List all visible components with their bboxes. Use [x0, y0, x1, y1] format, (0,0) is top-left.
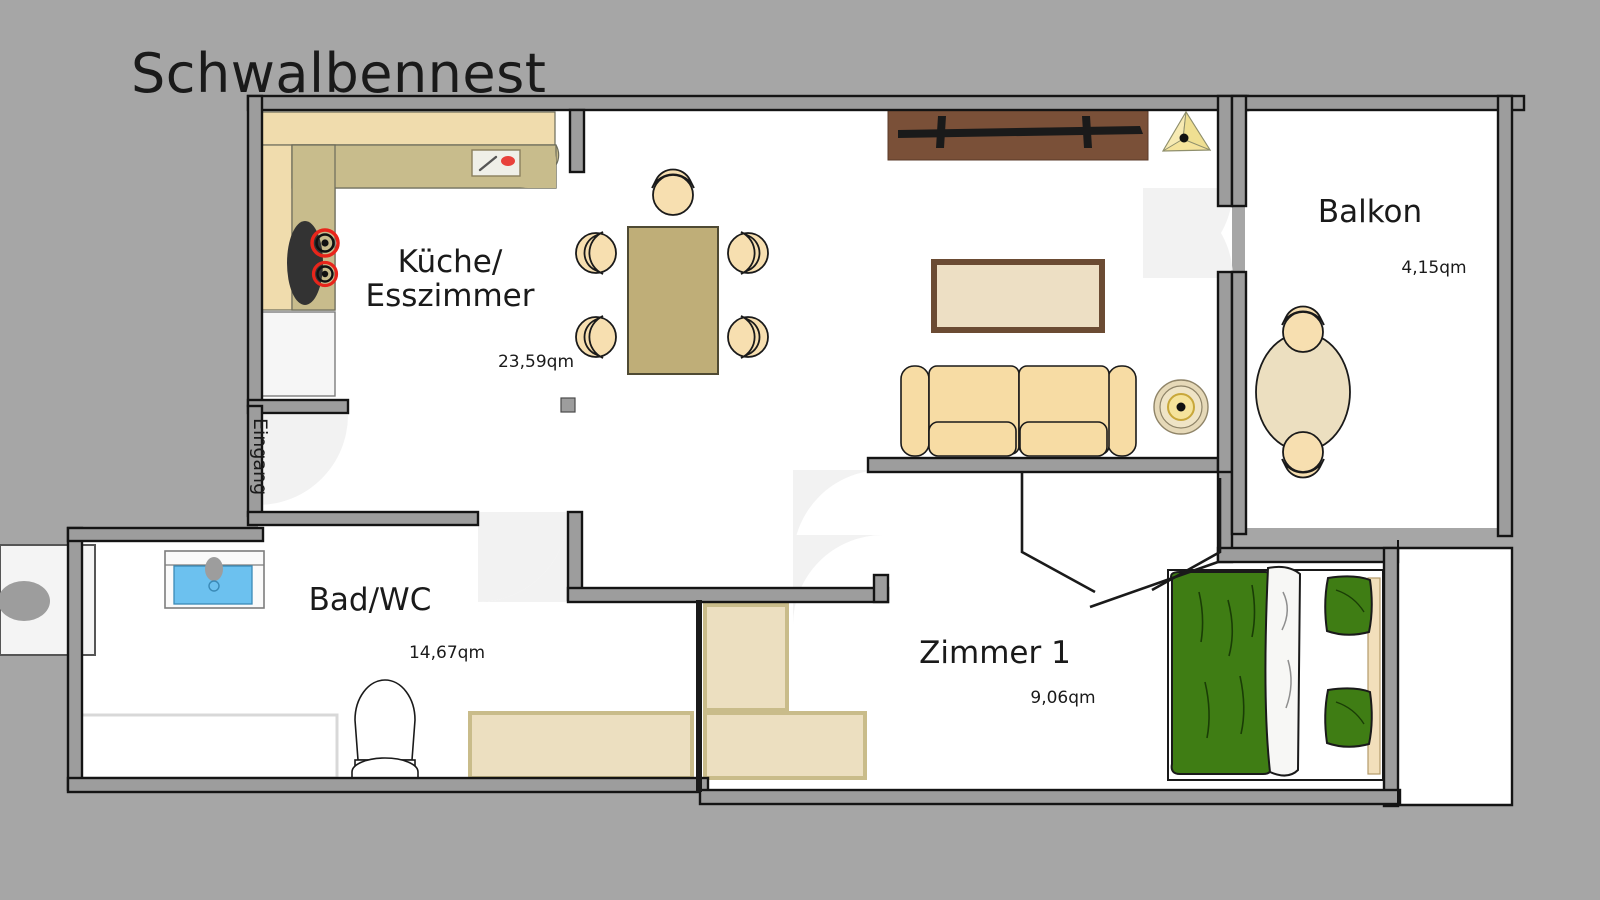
dining-chairs	[575, 168, 769, 359]
television	[898, 116, 1143, 148]
wall-balcony-right	[1496, 94, 1514, 538]
wardrobe-low	[703, 711, 867, 780]
door-swing-hall	[793, 535, 883, 625]
room-area-balkon: 4,15qm	[1401, 258, 1467, 278]
dining-chair	[651, 168, 695, 216]
wall-bath-left	[66, 526, 84, 792]
door-swings-fix	[478, 188, 1233, 602]
bed-pillow	[1324, 575, 1373, 636]
room-area-kitchen: 23,59qm	[497, 352, 575, 372]
wall-bath-upper-left	[66, 526, 265, 543]
stove-burners-icon	[310, 228, 340, 288]
toilet	[351, 679, 419, 784]
door-leaf-zimmer-extra	[1089, 560, 1219, 609]
door-swing-bath-quarter	[478, 512, 568, 602]
dining-chair	[575, 315, 617, 359]
pillow-creases	[1335, 589, 1365, 725]
sofa-seat-left	[928, 421, 1017, 457]
room-label-balkon: Balkon	[1317, 194, 1423, 230]
door-swing-balcony-quarter	[1143, 188, 1233, 278]
sofa	[900, 365, 1137, 457]
side-table-lamp	[1153, 379, 1209, 435]
wall-zimmer-right-top	[1216, 546, 1400, 564]
sofa-seat-right	[1019, 421, 1108, 457]
wall-bath-bottom-divider	[566, 586, 890, 604]
cutting-board-icon	[471, 149, 521, 177]
sofa-arm-right	[1107, 365, 1137, 457]
balcony-chair	[1281, 305, 1325, 353]
sofa-arm-left	[900, 365, 930, 457]
page-title: Schwalbennest	[131, 42, 547, 105]
wall-bath-right-upper	[566, 510, 584, 602]
wall-top-balcony	[1232, 94, 1526, 112]
room-label-kitchen: Küche/ Esszimmer	[365, 244, 535, 315]
room-area-bath: 14,67qm	[408, 643, 486, 663]
outline-right-lower	[1398, 546, 1514, 807]
door-leaf-zimmer-left	[1020, 472, 1096, 594]
bed-sheet	[1264, 565, 1302, 777]
fridge	[261, 311, 336, 397]
walls	[66, 94, 1526, 808]
balcony-furniture	[1255, 305, 1351, 479]
wall-living-right-upper	[1216, 94, 1234, 208]
wall-left-kitchen	[246, 94, 264, 408]
bed-pillow	[1324, 687, 1373, 748]
sheet-folds	[1281, 591, 1292, 709]
coffee-table	[931, 259, 1105, 333]
worktop-corner-round	[520, 152, 556, 188]
wall-corner-bath-hall	[872, 573, 890, 604]
door-swing-hall-quarter	[793, 470, 883, 560]
room-label-zimmer1: Zimmer 1	[919, 635, 1071, 671]
dining-chair	[727, 315, 769, 359]
floor-outlet	[560, 397, 576, 413]
plant-icon	[1161, 110, 1212, 152]
dining-chair	[727, 231, 769, 275]
wall-balcony-left-lower	[1230, 270, 1248, 536]
living-furniture	[887, 109, 1212, 457]
wall-zimmer-right	[1382, 546, 1400, 808]
balcony-chair	[1281, 431, 1325, 479]
door-leaves	[1020, 472, 1222, 609]
kitchen-counter-top	[259, 111, 556, 146]
zimmer1-furniture	[703, 565, 1384, 781]
dining-table	[627, 226, 719, 375]
door-swing-entrance	[258, 415, 348, 505]
dining-chair	[575, 231, 617, 275]
entrance-label: Eingang	[248, 418, 271, 496]
wall-bottom-zimmer	[698, 788, 1402, 806]
wall-living-bottom	[866, 456, 1234, 474]
washbasin	[164, 550, 265, 609]
bed-duvet	[1170, 571, 1273, 775]
washing-machine	[0, 581, 50, 621]
room-area-zimmer1: 9,06qm	[1030, 688, 1096, 708]
wall-bath-top-left	[246, 510, 480, 527]
sink-basin-icon	[287, 221, 323, 305]
bathtub	[78, 713, 339, 780]
door-swing-bath	[478, 512, 568, 602]
room-label-bath: Bad/WC	[308, 582, 432, 618]
wall-bath-bottom	[66, 776, 710, 794]
wall-balcony-left-upper	[1230, 94, 1248, 208]
wall-living-right-mid	[1216, 270, 1234, 474]
balcony-chairs	[1281, 305, 1325, 479]
duvet-folds	[1198, 584, 1256, 739]
kitchen-furniture	[259, 111, 769, 413]
wardrobe-tall	[703, 603, 789, 712]
floor-right-lower	[1398, 548, 1512, 805]
wall-stub-kitchen-living	[568, 108, 586, 174]
bath-cabinet	[468, 711, 694, 780]
wall-partition-bath-zimmer	[696, 600, 702, 792]
